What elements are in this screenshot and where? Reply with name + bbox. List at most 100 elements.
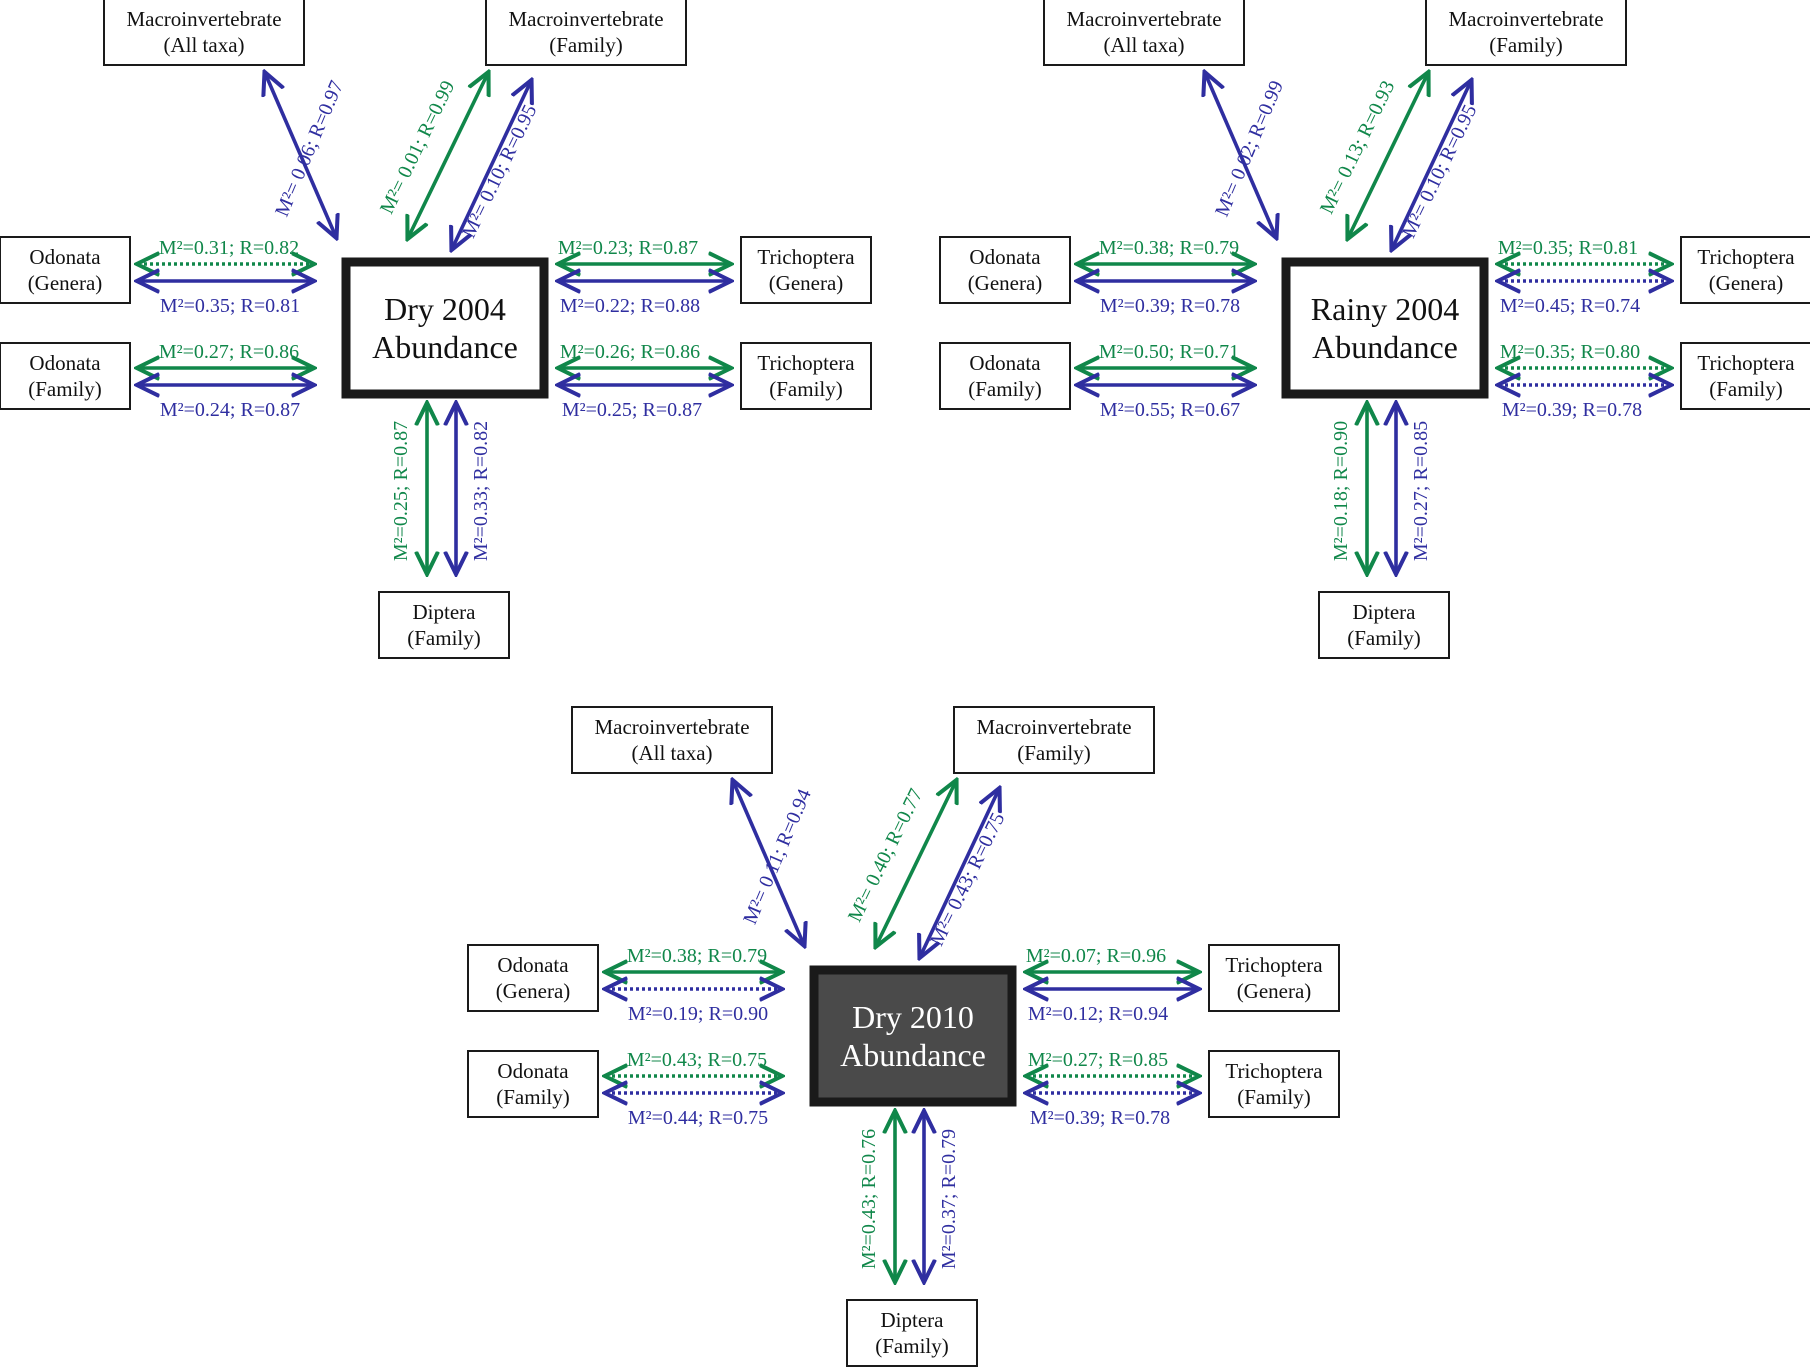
macro-all-taxa-box-label: Macroinvertebrate (594, 715, 749, 739)
macro-family-green-label: M²= 0.40; R=0.77 (844, 785, 927, 925)
odonata-family-blue-label: M²=0.55; R=0.67 (1100, 399, 1240, 421)
odonata-genera-box-frame (939, 236, 1071, 304)
macro-family-box-frame (485, 0, 687, 66)
odonata-family-box-label: (Family) (28, 377, 102, 401)
diptera-family-blue-label: M²=0.37; R=0.79 (938, 1129, 960, 1269)
odonata-genera-box-label: (Genera) (28, 271, 103, 295)
trichoptera-family-blue-label: M²=0.39; R=0.78 (1502, 399, 1642, 421)
macro-family-box-label: Macroinvertebrate (1448, 7, 1603, 31)
diptera-family-box-frame (846, 1299, 978, 1367)
odonata-genera-box-label: Odonata (969, 245, 1041, 269)
diptera-family-box: Diptera(Family) (1318, 591, 1450, 659)
macro-family-box: Macroinvertebrate(Family) (1425, 0, 1627, 66)
trichoptera-family-box-frame (1680, 342, 1810, 410)
macro-all-blue-label: M²= 0.11; R=0.94 (739, 786, 816, 928)
macro-all-taxa-box: Macroinvertebrate(All taxa) (571, 706, 773, 774)
diptera-family-box-label: Diptera (413, 600, 477, 624)
odonata-genera-blue-label: M²=0.19; R=0.90 (628, 1003, 768, 1025)
trichoptera-genera-box-label: (Genera) (1237, 979, 1312, 1003)
trichoptera-genera-box-label: Trichoptera (1225, 953, 1323, 977)
center-title-line1: Dry 2010 (852, 999, 974, 1035)
diptera-family-box-label: (Family) (1347, 626, 1421, 650)
diptera-family-green-label: M²=0.43; R=0.76 (858, 1129, 880, 1269)
odonata-family-green-label: M²=0.50; R=0.71 (1099, 341, 1239, 363)
macro-family-blue-arrow (920, 789, 999, 957)
macro-family-blue-label: M²= 0.43; R=0.75 (926, 809, 1009, 949)
macro-family-box-label: Macroinvertebrate (976, 715, 1131, 739)
odonata-family-blue-label: M²=0.44; R=0.75 (628, 1107, 768, 1129)
macro-family-box-label: (Family) (1489, 33, 1563, 57)
macro-family-box-frame (953, 706, 1155, 774)
macro-all-blue-label: M²= 0.06; R=0.97 (271, 78, 348, 220)
trichoptera-family-blue-label: M²=0.25; R=0.87 (562, 399, 702, 421)
macro-all-taxa-box-label: Macroinvertebrate (1066, 7, 1221, 31)
odonata-family-box: Odonata(Family) (467, 1050, 599, 1118)
center-title-line1: Dry 2004 (384, 291, 506, 327)
odonata-genera-box: Odonata(Genera) (0, 236, 131, 304)
trichoptera-family-box-label: Trichoptera (1225, 1059, 1323, 1083)
odonata-genera-box-frame (467, 944, 599, 1012)
macro-family-green-label: M²= 0.13; R=0.93 (1316, 77, 1399, 217)
odonata-genera-box: Odonata(Genera) (467, 944, 599, 1012)
odonata-family-box-label: (Family) (496, 1085, 570, 1109)
trichoptera-family-box-label: (Family) (1709, 377, 1783, 401)
diptera-family-green-label: M²=0.25; R=0.87 (390, 421, 412, 561)
trichoptera-family-box-label: Trichoptera (1697, 351, 1795, 375)
trichoptera-family-box: Trichoptera(Family) (1208, 1050, 1340, 1118)
trichoptera-family-box: Trichoptera(Family) (740, 342, 872, 410)
odonata-family-box-frame (0, 342, 131, 410)
odonata-genera-box-frame (0, 236, 131, 304)
odonata-genera-blue-label: M²=0.35; R=0.81 (160, 295, 300, 317)
odonata-genera-box: Odonata(Genera) (939, 236, 1071, 304)
macro-all-blue-arrow (1205, 73, 1276, 237)
macro-all-taxa-box-frame (103, 0, 305, 66)
diptera-family-box-frame (378, 591, 510, 659)
trichoptera-family-blue-label: M²=0.39; R=0.78 (1030, 1107, 1170, 1129)
diptera-family-box-label: Diptera (881, 1308, 945, 1332)
odonata-family-box-label: Odonata (969, 351, 1041, 375)
trichoptera-family-box: Trichoptera(Family) (1680, 342, 1810, 410)
trichoptera-family-box-frame (1208, 1050, 1340, 1118)
macro-family-box-label: (Family) (549, 33, 623, 57)
diptera-family-box-frame (1318, 591, 1450, 659)
trichoptera-genera-box: Trichoptera(Genera) (1680, 236, 1810, 304)
trichoptera-genera-green-label: M²=0.23; R=0.87 (558, 237, 698, 259)
diptera-family-box-label: Diptera (1353, 600, 1417, 624)
trichoptera-family-box-label: Trichoptera (757, 351, 855, 375)
macro-family-box-frame (1425, 0, 1627, 66)
macro-family-blue-arrow (452, 81, 531, 249)
trichoptera-genera-box-frame (740, 236, 872, 304)
macro-all-taxa-box-label: (All taxa) (163, 33, 244, 57)
trichoptera-genera-box: Trichoptera(Genera) (740, 236, 872, 304)
odonata-genera-green-label: M²=0.38; R=0.79 (627, 945, 767, 967)
trichoptera-genera-green-label: M²=0.35; R=0.81 (1498, 237, 1638, 259)
trichoptera-family-green-label: M²=0.27; R=0.85 (1028, 1049, 1168, 1071)
trichoptera-family-green-label: M²=0.35; R=0.80 (1500, 341, 1640, 363)
macro-all-taxa-box-frame (1043, 0, 1245, 66)
macro-all-taxa-box: Macroinvertebrate(All taxa) (1043, 0, 1245, 66)
trichoptera-genera-box-label: Trichoptera (757, 245, 855, 269)
trichoptera-genera-box-label: (Genera) (1709, 271, 1784, 295)
trichoptera-genera-green-label: M²=0.07; R=0.96 (1026, 945, 1166, 967)
macro-family-box: Macroinvertebrate(Family) (953, 706, 1155, 774)
odonata-genera-box-label: (Genera) (968, 271, 1043, 295)
center-box-frame (809, 965, 1017, 1107)
macro-all-blue-arrow (265, 73, 336, 237)
diptera-family-blue-label: M²=0.33; R=0.82 (470, 421, 492, 561)
macro-all-taxa-box: Macroinvertebrate(All taxa) (103, 0, 305, 66)
center-title-line2: Abundance (840, 1037, 986, 1073)
diptera-family-box: Diptera(Family) (846, 1299, 978, 1367)
trichoptera-family-box-label: (Family) (769, 377, 843, 401)
macro-all-taxa-box-label: (All taxa) (1103, 33, 1184, 57)
trichoptera-family-box-label: (Family) (1237, 1085, 1311, 1109)
odonata-genera-box-label: (Genera) (496, 979, 571, 1003)
panel-rainy-2004: Rainy 2004AbundanceMacroinvertebrate(All… (939, 0, 1810, 659)
diptera-family-green-label: M²=0.18; R=0.90 (1330, 421, 1352, 561)
macro-family-green-label: M²= 0.01; R=0.99 (376, 77, 459, 217)
diptera-family-box: Diptera(Family) (378, 591, 510, 659)
odonata-family-green-label: M²=0.27; R=0.86 (159, 341, 299, 363)
trichoptera-genera-box-frame (1680, 236, 1810, 304)
